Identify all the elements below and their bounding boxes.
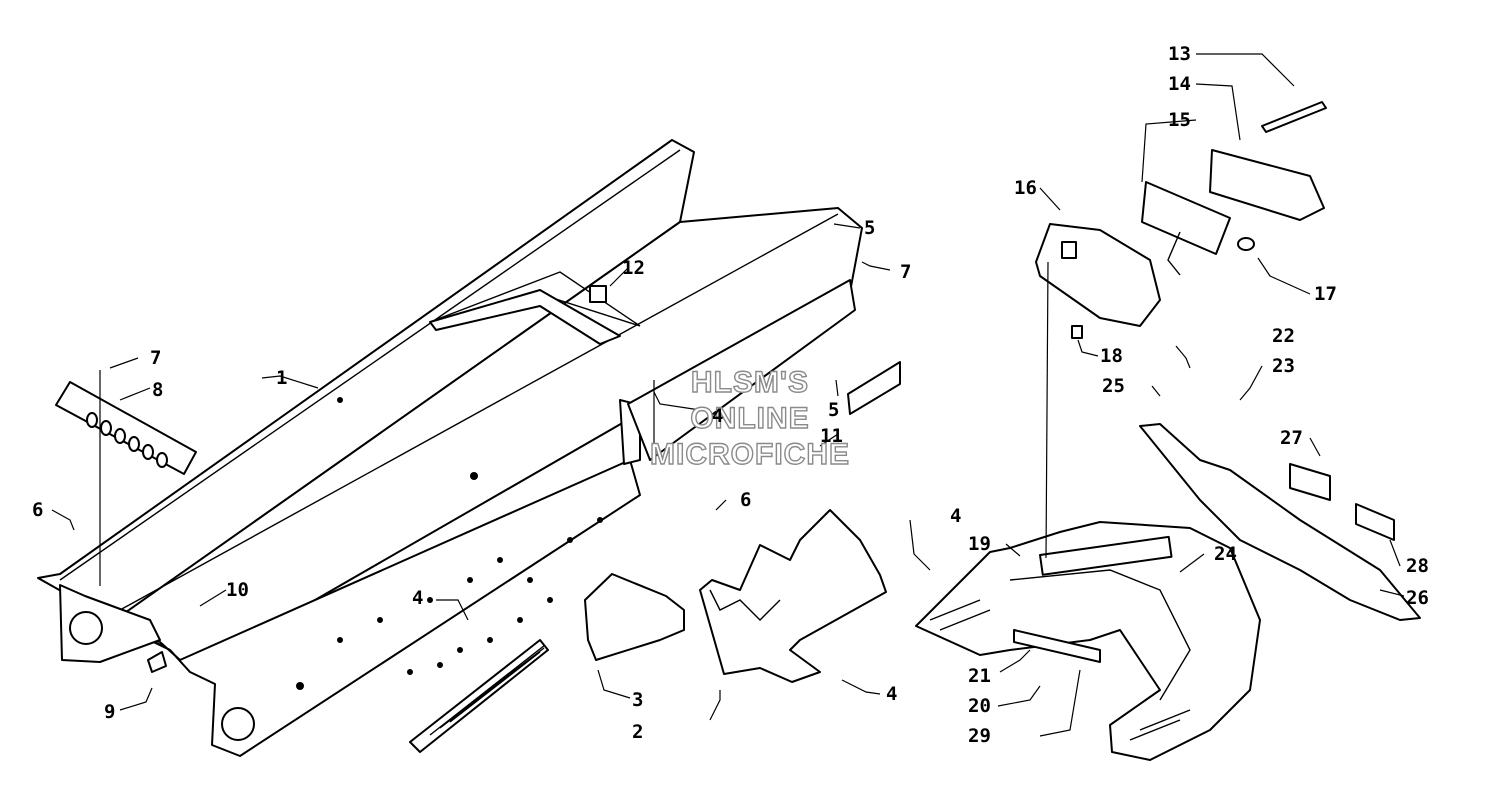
callout-6: 6: [740, 489, 751, 511]
callout-11: 11: [820, 425, 843, 447]
callout-4: 4: [712, 405, 723, 427]
snow-flap: [699, 509, 887, 683]
bumper-block: [589, 285, 607, 303]
svg-text:MICROFICHE: MICROFICHE: [650, 438, 850, 471]
callout-23: 23: [1272, 355, 1295, 377]
decal-28: [1355, 503, 1395, 541]
callout-10: 10: [226, 579, 249, 601]
heat-shield: [55, 381, 197, 475]
callout-27: 27: [1280, 427, 1303, 449]
callout-13: 13: [1168, 43, 1191, 65]
callout-4: 4: [412, 587, 423, 609]
clip: [147, 651, 167, 673]
bracket: [584, 573, 685, 661]
decal-27: [1289, 463, 1331, 501]
callout-16: 16: [1014, 177, 1037, 199]
callout-24: 24: [1214, 543, 1237, 565]
callout-22: 22: [1272, 325, 1295, 347]
callout-14: 14: [1168, 73, 1191, 95]
callout-20: 20: [968, 695, 991, 717]
running-board-grating: [409, 639, 549, 753]
callout-3: 3: [632, 689, 643, 711]
callout-7: 7: [900, 261, 911, 283]
watermark: HLSM'S ONLINE MICROFICHE: [649, 365, 850, 471]
bolt: [1261, 101, 1327, 133]
mud-flap: [1139, 423, 1421, 621]
callout-28: 28: [1406, 555, 1429, 577]
callout-2: 2: [632, 721, 643, 743]
callout-19: 19: [968, 533, 991, 555]
callout-9: 9: [104, 701, 115, 723]
strip: [1013, 629, 1101, 663]
callout-8: 8: [152, 379, 163, 401]
callout-6: 6: [32, 499, 43, 521]
callout-21: 21: [968, 665, 991, 687]
callout-15: 15: [1168, 109, 1191, 131]
rear-bumper: [915, 521, 1261, 761]
callout-7: 7: [150, 347, 161, 369]
callout-29: 29: [968, 725, 991, 747]
leader-lines: [51, 53, 1405, 737]
callout-5: 5: [864, 217, 875, 239]
pad: [847, 361, 901, 415]
callout-4: 4: [886, 683, 897, 705]
callout-4: 4: [950, 505, 961, 527]
tail-light: [1035, 149, 1325, 339]
svg-text:ONLINE: ONLINE: [690, 402, 809, 435]
callout-5: 5: [828, 399, 839, 421]
svg-text:HLSM'S: HLSM'S: [691, 366, 809, 399]
callout-18: 18: [1100, 345, 1123, 367]
callout-1: 1: [276, 367, 287, 389]
callout-25: 25: [1102, 375, 1125, 397]
callout-26: 26: [1406, 587, 1429, 609]
tunnel-assembly: [37, 139, 863, 757]
callout-12: 12: [622, 257, 645, 279]
callout-labels: 1 2 3 4 4 4 4 5 5 6 6 7 7 8 9 10 11 12 1…: [32, 43, 1429, 747]
callout-17: 17: [1314, 283, 1337, 305]
